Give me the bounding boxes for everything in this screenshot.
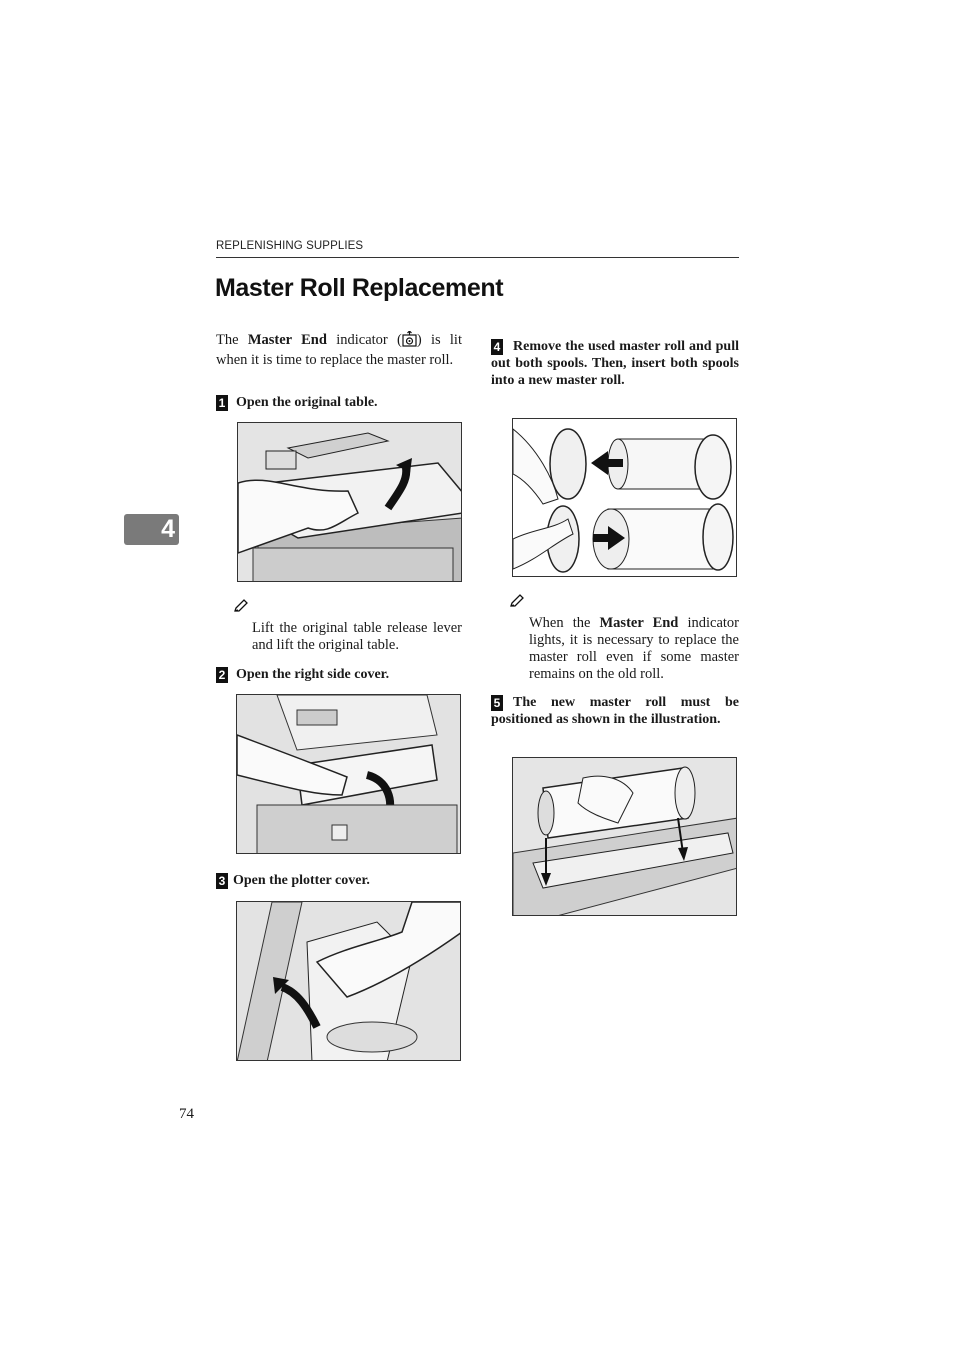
pencil-note-icon	[509, 594, 525, 613]
figure-position-master-roll	[512, 757, 737, 916]
header-rule	[216, 257, 739, 258]
note-step-1: Lift the original table release lever an…	[252, 620, 462, 653]
page-title: Master Roll Replacement	[215, 274, 504, 302]
section-header: REPLENISHING SUPPLIES	[216, 240, 364, 252]
intro-paragraph: The Master End indicator () is lit when …	[216, 330, 462, 368]
step-2-number: 2	[216, 667, 228, 683]
chapter-tab[interactable]: 4	[124, 514, 179, 545]
figure-open-right-side-cover	[236, 694, 461, 854]
pencil-note-icon	[233, 599, 249, 618]
intro-keyword: Master End	[247, 332, 327, 348]
step-1-number: 1	[216, 395, 228, 411]
figure-open-original-table	[237, 422, 462, 582]
master-end-indicator-icon	[402, 330, 417, 352]
figure-replace-spools	[512, 418, 737, 577]
page-number: 74	[179, 1106, 194, 1122]
note-keyword: Master End	[599, 615, 679, 631]
figure-open-plotter-cover	[236, 901, 461, 1061]
step-4-number: 4	[491, 339, 503, 355]
step-5-number: 5	[491, 695, 503, 711]
step-3-number: 3	[216, 873, 228, 889]
note-step-4: When the Master End indicator lights, it…	[529, 615, 739, 682]
